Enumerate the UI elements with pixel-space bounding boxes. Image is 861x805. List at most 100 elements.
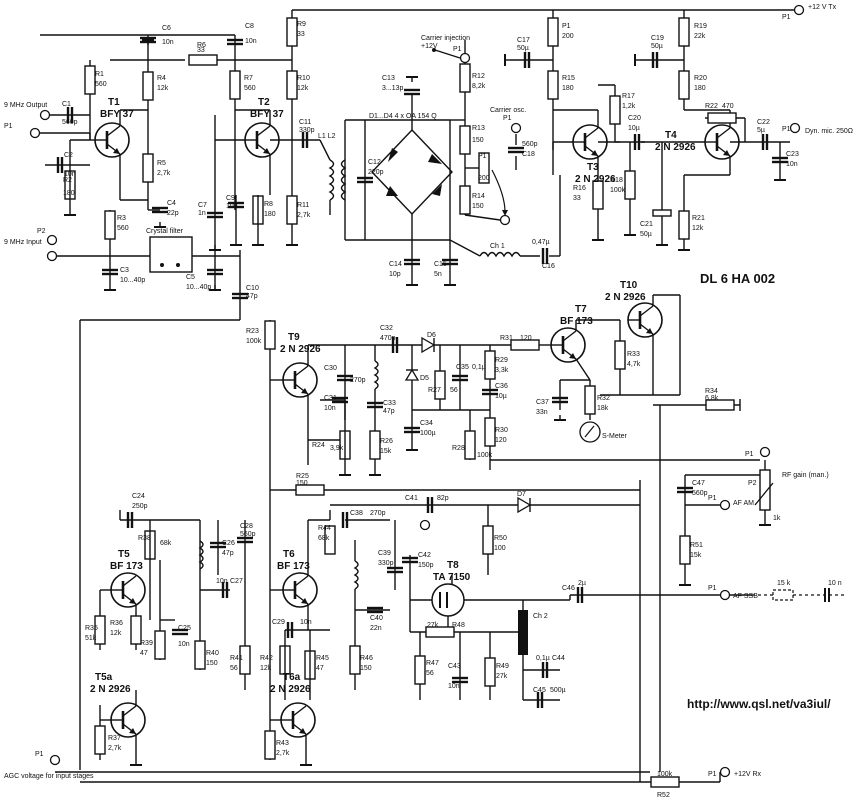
r40-value: 47 [140, 650, 148, 657]
rx-supply-rail: P1 AGC voltage for input stages 100k R52… [4, 405, 762, 799]
r18-value: 1,2k [622, 103, 636, 110]
r5-value: 2,7k [157, 170, 171, 177]
t5a-label: T5a [95, 672, 113, 683]
r52-value: 15k [690, 552, 702, 559]
c8-label: C8 [245, 23, 254, 30]
c39-label: C39 [378, 550, 391, 557]
r13-label: R13 [472, 125, 485, 132]
c35-value: 0,1µ [472, 364, 486, 371]
d7-label: D7 [517, 491, 526, 498]
r9-label: R9 [297, 21, 306, 28]
r18-label: R17 [622, 93, 635, 100]
lower-if-strip: C24 250p R38 68k T5 BF 173 R35 51k R36 1… [85, 493, 420, 766]
c16-label: C16 [542, 263, 555, 270]
r14-label: R14 [472, 193, 485, 200]
r46-label: R45 [316, 655, 329, 662]
c45-label: C45 [533, 687, 546, 694]
af-am-label: AF AM [733, 500, 754, 507]
c42-label: C42 [418, 552, 431, 559]
c4-value: 22p [167, 210, 179, 217]
ring-modulator: L1 L2 D1...D4 4 x OA 154 Q C12 220p C13 … [318, 35, 561, 286]
r22-value: 12k [692, 225, 704, 232]
r27-label: R26 [380, 438, 393, 445]
r34-label: R33 [627, 351, 640, 358]
c6-label: C6 [162, 25, 171, 32]
r39-label: R38 [138, 535, 151, 542]
c28-label: C28 [240, 523, 253, 530]
r42-value: 56 [230, 665, 238, 672]
r41-label: R40 [206, 650, 219, 657]
r36-value: 51k [85, 635, 97, 642]
r37-value: 12k [110, 630, 122, 637]
r42-label: R41 [230, 655, 243, 662]
c6-value: 10n [162, 39, 174, 46]
t10-type: 2 N 2926 [605, 292, 646, 303]
t6a-type: 2 N 2926 [270, 684, 311, 695]
c18-value: 560p [522, 141, 538, 148]
r47-value: 150 [360, 665, 372, 672]
c25-value: 10n [178, 641, 190, 648]
c41-label: C41 [405, 495, 418, 502]
c17-value: 50µ [517, 45, 529, 52]
r23-value: 470 [722, 103, 734, 110]
af-section: C41 82p D7 R50 100 C42 150p T8 TA 7150 2… [400, 460, 845, 710]
ch1-label: Ch 1 [490, 243, 505, 250]
c30-value: 270p [350, 377, 366, 384]
r35-label: R34 [705, 388, 718, 395]
r28-label: R27 [428, 387, 441, 394]
r49-label: R48 [452, 622, 465, 629]
c36-value: 10µ [495, 393, 507, 400]
c34-label: C34 [420, 420, 433, 427]
pin-p11-label: P1 [708, 495, 717, 502]
r21-label: R20 [694, 75, 707, 82]
c37-label: C37 [536, 399, 549, 406]
c17-label: C17 [517, 37, 530, 44]
r11-value: 2,7k [297, 212, 311, 219]
c18-label: C18 [522, 151, 535, 158]
c10-value: 47p [246, 293, 258, 300]
c31-value: 10n [324, 405, 336, 412]
c40-value: 22n [370, 625, 382, 632]
c27-label: C27 [230, 578, 243, 585]
r17-value: 33 [573, 195, 581, 202]
c25-label: C25 [178, 625, 191, 632]
c15-label: C15 [434, 261, 447, 268]
r8-value: 180 [264, 211, 276, 218]
r8-label: R8 [264, 201, 273, 208]
pin-p4-label: P1 [35, 751, 44, 758]
r51-value: 100 [494, 545, 506, 552]
agc-label: AGC voltage for input stages [4, 773, 94, 780]
c29-value: 10n [300, 619, 312, 626]
r44-label: R43 [276, 740, 289, 747]
carrier-osc-label: Carrier osc. [490, 107, 526, 114]
r29-value: 100k [477, 452, 493, 459]
r33-label: R32 [597, 395, 610, 402]
r19-label: R18 [610, 177, 623, 184]
r38-label: R37 [108, 735, 121, 742]
r2-label: R2 [63, 177, 72, 184]
r32-label: R31 [500, 335, 513, 342]
c1-value: 560p [62, 119, 78, 126]
r45-label: R44 [318, 525, 331, 532]
r21-value: 180 [694, 85, 706, 92]
t5a-type: 2 N 2926 [90, 684, 131, 695]
r15-label: P1 [562, 23, 571, 30]
mic-amplifier: P1 P1 200 R15 180 C17 50µ R17 1,2k R18 1… [504, 17, 853, 251]
c43-label: C43 [448, 663, 461, 670]
d5-label: D5 [420, 375, 429, 382]
r16-value: 180 [562, 85, 574, 92]
r50-label: R49 [496, 663, 509, 670]
c39-value: 330p [378, 560, 394, 567]
r38-value: 2,7k [108, 745, 122, 752]
pin-p9-label: P1 [745, 451, 754, 458]
c15-value: 5n [434, 271, 442, 278]
af-ssb-label: AF SSB [733, 593, 758, 600]
rx-rail-label: +12V Rx [734, 771, 762, 778]
r39-value: 68k [160, 540, 172, 547]
p2-value: 1k [773, 515, 781, 522]
r53-value: 100k [657, 771, 673, 778]
r35-value: 6,8k [705, 395, 719, 402]
source-url[interactable]: http://www.qsl.net/va3iul/ [687, 697, 831, 711]
r17-label: R16 [573, 185, 586, 192]
c22-label: C22 [757, 119, 770, 126]
